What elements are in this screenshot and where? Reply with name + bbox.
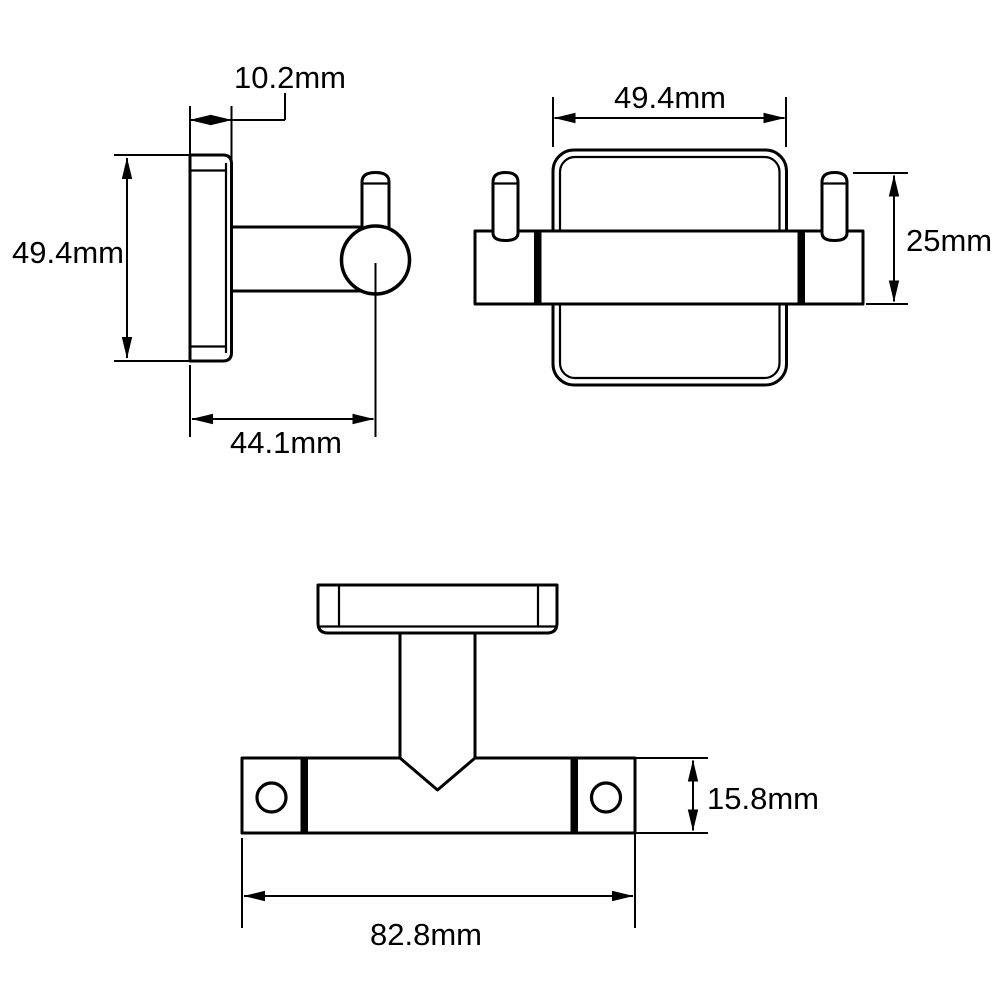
screw-hole-left [255, 781, 288, 814]
dim-label-rail-depth: 15.8mm [707, 781, 819, 816]
hook-peg-body [491, 171, 520, 242]
dimension-plate-width: 49.4mm [552, 80, 787, 147]
rail-joint-mark-right [797, 231, 805, 304]
hook-peg-left [491, 171, 520, 242]
dimension-plate-height: 49.4mm [12, 154, 190, 362]
dim-label-plate-height: 49.4mm [12, 235, 124, 270]
rail-joint-mark-left [534, 231, 542, 304]
dimension-rail-depth: 15.8mm [635, 757, 819, 834]
dim-label-projection-depth: 44.1mm [230, 425, 342, 460]
dimension-rail-length: 82.8mm [241, 833, 636, 952]
dimension-projection-depth: 44.1mm [189, 365, 375, 460]
dim-label-plate-thickness: 10.2mm [234, 60, 346, 95]
hook-stem-fill [400, 633, 475, 790]
rail-joint-mark-right [570, 758, 578, 833]
dimension-hook-height: 25mm [853, 172, 992, 305]
side-view: 10.2mm 49.4mm 44.1mm [12, 60, 412, 460]
screw-hole-right [589, 781, 623, 814]
rail-joint-mark-left [300, 758, 308, 833]
front-view: 49.4mm 25mm [473, 80, 992, 387]
dim-label-hook-height: 25mm [906, 223, 992, 258]
dim-label-plate-width: 49.4mm [614, 80, 726, 115]
hook-peg-right [820, 171, 849, 242]
hook-peg-body [820, 171, 849, 242]
wall-plate-side [188, 153, 233, 363]
dim-label-rail-length: 82.8mm [370, 917, 482, 952]
hook-peg-side [360, 171, 391, 242]
dimension-plate-thickness: 10.2mm [189, 60, 346, 163]
hook-stem [398, 631, 477, 792]
leader-line [231, 93, 286, 121]
hook-arm [230, 225, 377, 293]
top-view: 15.8mm 82.8mm [240, 583, 819, 952]
